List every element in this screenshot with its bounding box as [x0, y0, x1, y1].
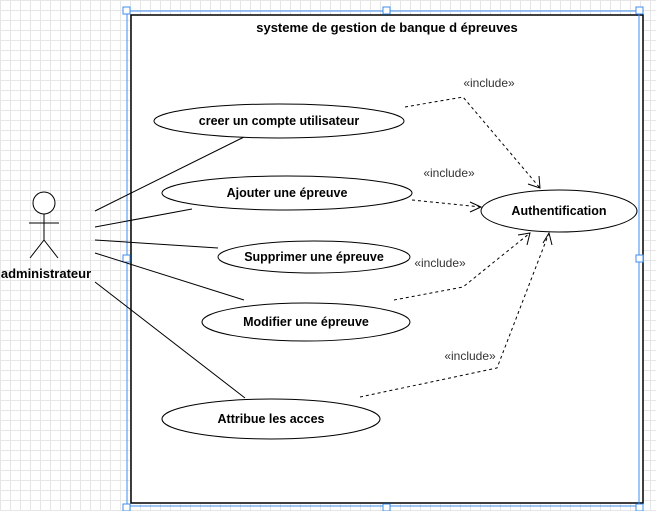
arrowhead-icon: [542, 231, 553, 246]
actor-label: administrateur: [1, 266, 91, 281]
resize-handle-w[interactable]: [122, 254, 131, 263]
dependency-line: [404, 96, 541, 189]
arrowhead-icon: [469, 201, 483, 213]
use-case-label: creer un compte utilisateur: [199, 114, 360, 128]
use-case-ellipse: [161, 398, 381, 440]
use-case-supprimer[interactable]: Supprimer une épreuve: [217, 240, 411, 274]
association-creer[interactable]: [94, 136, 245, 212]
include-attribue-auth[interactable]: [359, 231, 553, 398]
resize-handle-se[interactable]: [635, 503, 644, 511]
include-label-attribue: «include»: [444, 349, 496, 363]
use-case-creer[interactable]: creer un compte utilisateur: [153, 103, 405, 139]
use-case-label: Modifier une épreuve: [243, 315, 369, 329]
resize-handle-e[interactable]: [635, 254, 644, 263]
include-label-modifier: «include»: [414, 256, 466, 270]
use-case-ellipse: [480, 189, 638, 233]
include-creer-auth[interactable]: [404, 96, 541, 189]
use-case-label: Attribue les acces: [218, 412, 325, 426]
include-modifier-auth[interactable]: [393, 232, 531, 301]
use-case-ellipse: [161, 175, 413, 211]
arrowhead-icon: [527, 175, 541, 189]
include-label-creer: «include»: [463, 76, 515, 90]
use-case-auth[interactable]: Authentification: [480, 189, 638, 233]
use-case-modifier[interactable]: Modifier une épreuve: [201, 302, 411, 342]
include-label-ajouter: «include»: [423, 166, 475, 180]
actor-left-leg: [29, 239, 45, 259]
resize-handle-s[interactable]: [382, 503, 391, 511]
use-case-label: Authentification: [511, 204, 606, 218]
include-ajouter-auth[interactable]: [411, 199, 483, 213]
actor-figure[interactable]: [29, 191, 59, 259]
resize-handle-n[interactable]: [382, 6, 391, 15]
association-modifier[interactable]: [94, 252, 245, 301]
use-case-label: Supprimer une épreuve: [244, 250, 384, 264]
selection-handles[interactable]: [122, 6, 644, 511]
actor-head: [32, 191, 56, 215]
include-dependencies: [359, 96, 553, 398]
dependency-line: [359, 232, 550, 398]
resize-handle-sw[interactable]: [122, 503, 131, 511]
arrowhead-icon: [517, 232, 531, 246]
association-ajouter[interactable]: [94, 208, 193, 228]
use-case-ellipse: [153, 103, 405, 139]
system-title: systeme de gestion de banque d épreuves: [256, 20, 518, 35]
use-case-label: Ajouter une épreuve: [227, 186, 348, 200]
use-case-ellipse: [201, 302, 411, 342]
association-attribue[interactable]: [94, 281, 246, 399]
use-case-ellipse: [217, 240, 411, 274]
dependency-line: [393, 232, 531, 301]
associations: [94, 136, 246, 399]
use-case-attribue[interactable]: Attribue les acces: [161, 398, 381, 440]
resize-handle-ne[interactable]: [635, 6, 644, 15]
use-case-ajouter[interactable]: Ajouter une épreuve: [161, 175, 413, 211]
actor-right-leg: [43, 239, 59, 259]
association-supprimer[interactable]: [94, 239, 219, 249]
resize-handle-nw[interactable]: [122, 6, 131, 15]
